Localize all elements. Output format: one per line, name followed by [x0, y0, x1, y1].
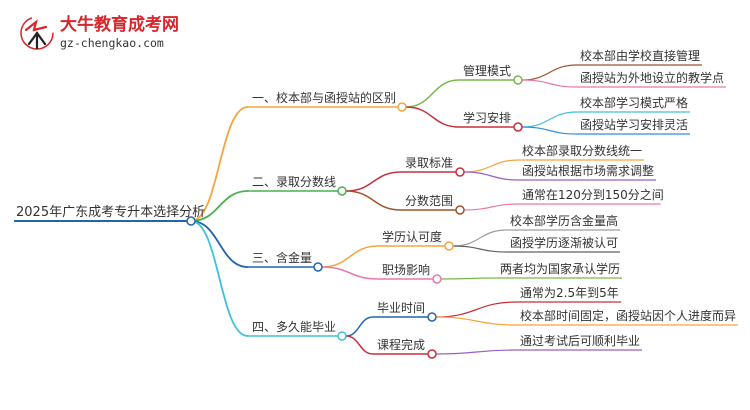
edge-branch-4-sub-1	[345, 316, 374, 337]
collapse-toggle-branch-4[interactable]	[337, 331, 347, 341]
edge-root-branch-2	[190, 190, 249, 222]
edge-branch-1-sub-1	[405, 79, 460, 108]
subtopic-1-1: 管理模式	[463, 63, 511, 78]
leaf-4-1-1: 通常为2.5年到5年	[520, 286, 619, 300]
edge-branch-1-sub-2	[405, 106, 460, 128]
edge-sub-2-2-leaf-1	[463, 203, 520, 211]
collapse-toggle-subtopic-3-2[interactable]	[432, 274, 442, 284]
mindmap-nodes: 2025年广东成考专升本选择分析 一、校本部与函授站的区别 管理模式 校本部由学校直接…	[16, 48, 736, 359]
edge-sub-2-1-leaf-1	[463, 159, 520, 173]
edge-root-branch-3	[190, 220, 249, 268]
leaf-3-1-2: 函授学历逐渐被认可	[510, 235, 618, 250]
collapse-toggle-branch-1[interactable]	[397, 102, 407, 112]
subtopic-4-2: 课程完成	[377, 337, 425, 352]
edge-branch-2-sub-1	[345, 171, 402, 192]
mindmap-edges	[14, 64, 738, 355]
leaf-4-1-2: 校本部时间固定，函授站因个人进度而异	[520, 308, 736, 323]
leaf-2-1-1: 校本部录取分数线统一	[522, 143, 642, 158]
collapse-toggle-branch-3[interactable]	[313, 262, 323, 272]
edge-sub-2-1-leaf-2	[463, 171, 520, 181]
edge-sub-4-1-leaf-2	[435, 316, 518, 326]
leaf-4-2-1: 通过考试后可顺利毕业	[520, 333, 640, 348]
edge-sub-1-2-leaf-1	[521, 111, 578, 128]
leaf-1-1-2: 函授站为外地设立的教学点	[580, 70, 724, 85]
collapse-toggle-subtopic-2-1[interactable]	[455, 167, 465, 177]
subtopic-1-2: 学习安排	[463, 110, 511, 125]
site-logo: 大牛教育成考网 gz-chengkao.com	[20, 14, 179, 50]
leaf-1-2-2: 函授站学习安排灵活	[580, 117, 688, 132]
collapse-toggle-subtopic-3-1[interactable]	[444, 241, 454, 251]
subtopic-3-2: 职场影响	[382, 262, 430, 277]
edge-sub-1-2-leaf-2	[521, 126, 578, 135]
collapse-toggle-branch-2[interactable]	[337, 186, 347, 196]
collapse-toggle-subtopic-1-2[interactable]	[513, 122, 523, 132]
subtopic-2-2: 分数范围	[405, 193, 453, 208]
leaf-3-1-1: 校本部学历含金量高	[510, 213, 618, 228]
branch-topic-4: 四、多久能毕业	[252, 320, 336, 334]
branch-topic-1: 一、校本部与函授站的区别	[252, 90, 396, 105]
edge-branch-4-sub-2	[345, 335, 374, 355]
subtopic-2-1: 录取标准	[405, 156, 453, 170]
branch-topic-2: 二、录取分数线	[252, 174, 336, 189]
leaf-1-1-1: 校本部由学校直接管理	[580, 48, 700, 63]
leaf-2-1-2: 函授站根据市场需求调整	[522, 163, 654, 178]
leaf-3-2-1: 两者均为国家承认学历	[500, 261, 620, 276]
collapse-toggle-subtopic-4-1[interactable]	[427, 312, 437, 322]
collapse-toggle-subtopic-2-2[interactable]	[455, 205, 465, 215]
subtopic-4-1: 毕业时间	[377, 301, 425, 315]
logo-url: gz-chengkao.com	[60, 36, 164, 50]
collapse-toggle-subtopic-4-2[interactable]	[427, 349, 437, 359]
collapse-toggle-root[interactable]	[186, 216, 196, 226]
edge-branch-3-sub-2	[321, 266, 379, 280]
logo-title: 大牛教育成考网	[60, 14, 179, 35]
subtopic-3-1: 学历认可度	[382, 229, 442, 244]
edge-sub-4-1-leaf-1	[435, 301, 518, 318]
edge-sub-3-1-leaf-2	[452, 245, 508, 253]
edge-branch-2-sub-2	[345, 190, 402, 211]
edge-root-branch-1	[190, 106, 249, 222]
edge-branch-3-sub-1	[321, 245, 379, 268]
edge-sub-3-2-leaf-1	[440, 277, 498, 280]
edge-sub-1-1-leaf-1	[521, 64, 578, 81]
edge-sub-1-1-leaf-2	[521, 79, 578, 88]
edge-root-branch-4	[190, 220, 249, 337]
edge-sub-4-2-leaf-1	[435, 349, 518, 355]
collapse-toggle-subtopic-1-1[interactable]	[513, 75, 523, 85]
branch-topic-3: 三、含金量	[252, 250, 312, 265]
leaf-2-2-1: 通常在120分到150分之间	[522, 188, 664, 202]
leaf-1-2-1: 校本部学习模式严格	[580, 95, 688, 110]
edge-sub-3-1-leaf-1	[452, 229, 508, 247]
logo-emblem-icon	[20, 16, 54, 50]
root-topic: 2025年广东成考专升本选择分析	[16, 205, 205, 220]
